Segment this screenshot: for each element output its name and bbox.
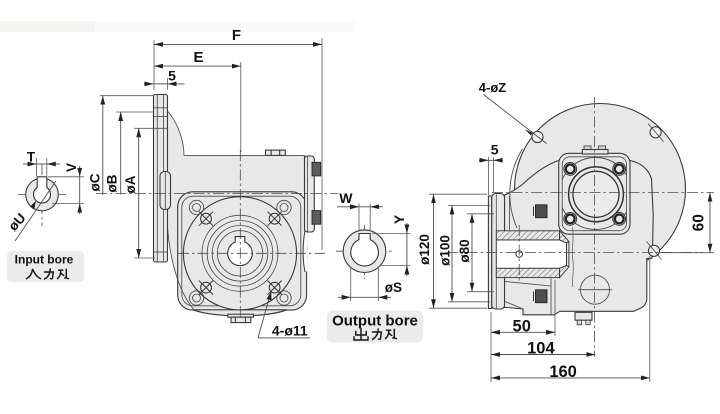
- svg-text:E: E: [193, 49, 203, 66]
- svg-text:W: W: [339, 190, 353, 206]
- svg-text:5: 5: [491, 142, 499, 158]
- svg-text:160: 160: [549, 363, 577, 381]
- svg-text:øC: øC: [88, 173, 103, 191]
- svg-text:F: F: [232, 27, 241, 44]
- svg-text:T: T: [27, 150, 36, 165]
- svg-text:Input bore: Input bore: [15, 252, 74, 266]
- svg-text:50: 50: [513, 317, 531, 335]
- svg-text:Output bore: Output bore: [332, 312, 418, 329]
- svg-text:V: V: [64, 163, 79, 172]
- svg-text:60: 60: [691, 214, 708, 231]
- svg-text:øS: øS: [385, 280, 402, 295]
- svg-text:5: 5: [168, 68, 176, 84]
- svg-text:Y: Y: [391, 214, 407, 224]
- svg-text:104: 104: [527, 340, 555, 358]
- svg-text:ø80: ø80: [457, 239, 472, 262]
- svg-text:4-øZ: 4-øZ: [479, 80, 507, 95]
- svg-text:ø100: ø100: [438, 235, 453, 266]
- svg-text:ø120: ø120: [417, 234, 432, 265]
- svg-text:øA: øA: [123, 175, 138, 193]
- svg-text:4-ø11: 4-ø11: [272, 322, 308, 338]
- svg-text:øB: øB: [105, 174, 120, 192]
